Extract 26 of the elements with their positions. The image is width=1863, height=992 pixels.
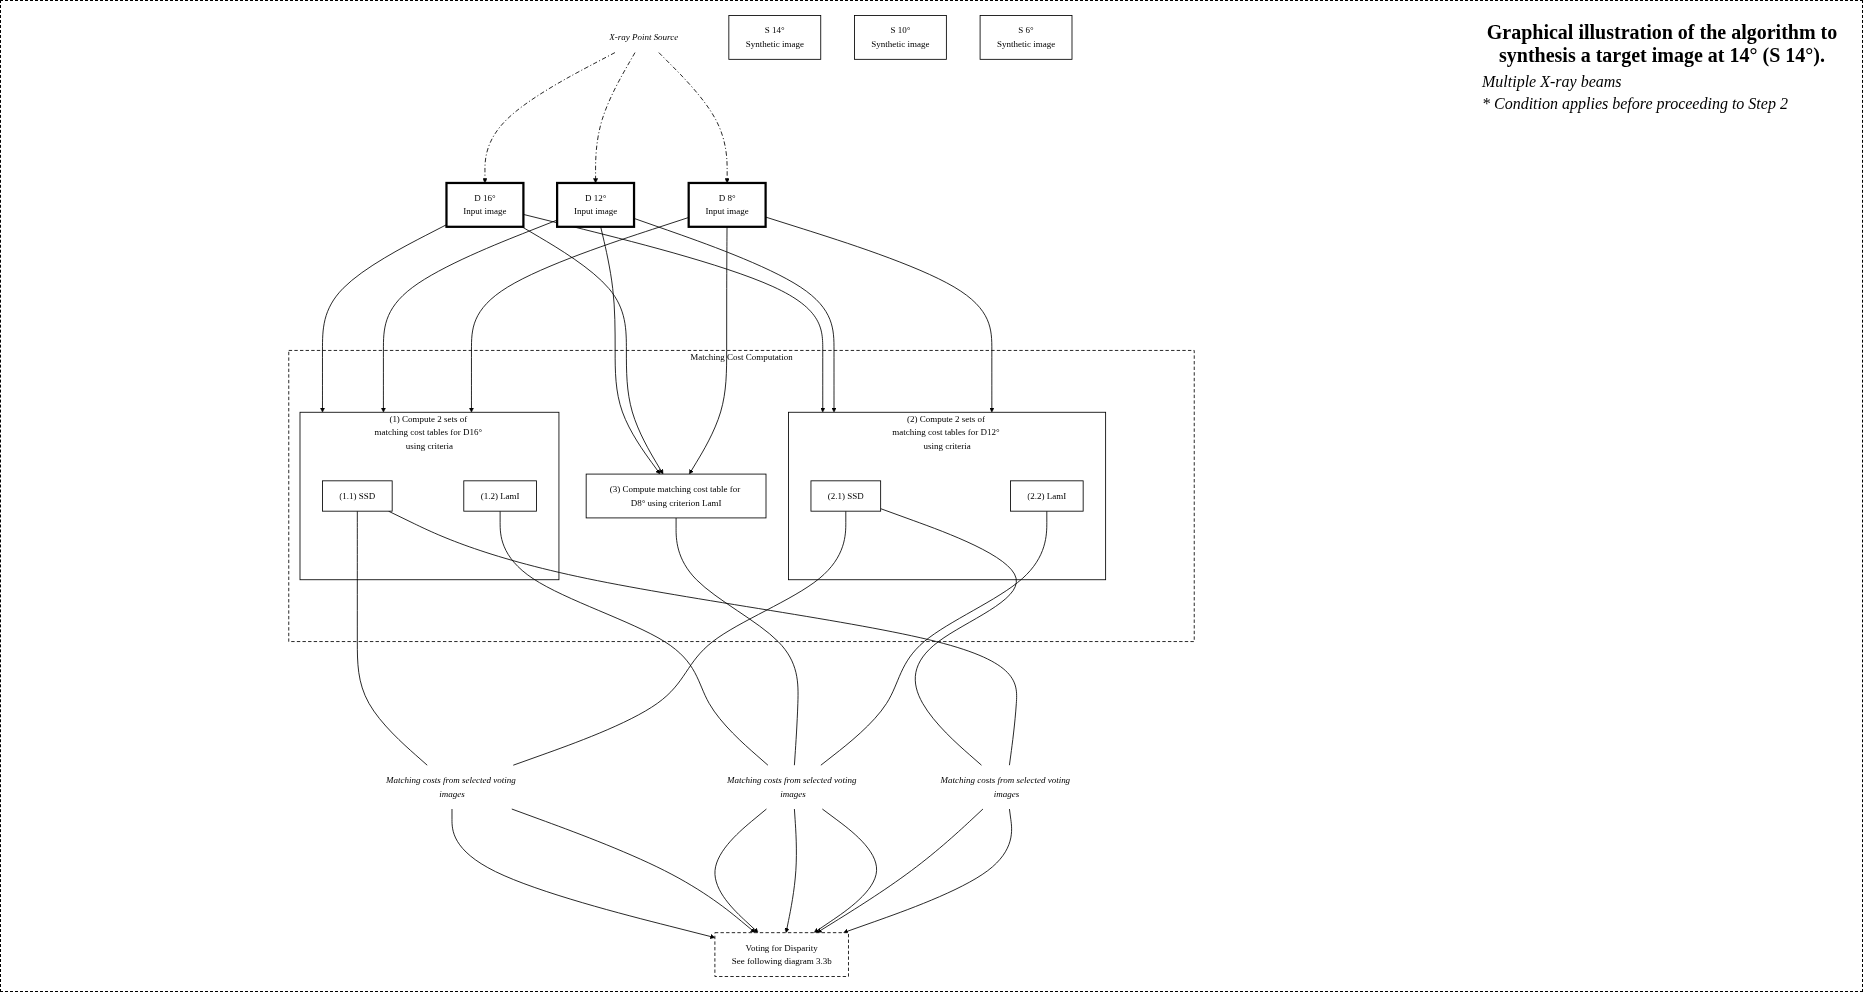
- connector: [820, 510, 1048, 766]
- node-text: Matching costs from selected voting images: [386, 775, 516, 799]
- node-box: D 12° Input image: [556, 181, 636, 228]
- connector: [388, 510, 1018, 766]
- node-box: S 6° Synthetic image: [979, 15, 1073, 60]
- connector: [499, 510, 769, 766]
- note: Multiple X-ray beams: [1482, 73, 1623, 91]
- node-text: X-ray Point Source: [609, 32, 679, 42]
- connector: [880, 508, 1017, 766]
- node-text: Matching costs from selected voting images: [727, 775, 857, 799]
- connector: [356, 510, 428, 766]
- node-box: (3) Compute matching cost table for D8° using criterion LamI: [585, 473, 767, 519]
- node-box: (1.1) SSD: [322, 480, 393, 512]
- title: Graphical illustration of the algorithm to synthesis a target image at 14° (S 14°).: [1485, 21, 1839, 67]
- connector: [512, 510, 847, 766]
- node-box: (2.2) LamI: [1010, 480, 1084, 512]
- connector: [675, 517, 799, 766]
- node-box: (1.2) LamI: [463, 480, 537, 512]
- node-text: Matching costs from selected voting images: [940, 775, 1071, 799]
- note: * Condition applies before proceeding to Step 2: [1482, 95, 1789, 113]
- node-box: D 16° Input image: [445, 181, 525, 228]
- node-box: D 8° Input image: [687, 181, 767, 228]
- node-box: Voting for Disparity See following diagram 3.3b: [714, 932, 849, 977]
- node-box: (2.1) SSD: [810, 480, 882, 512]
- node-box: S 10° Synthetic image: [854, 15, 947, 60]
- node-box: S 14° Synthetic image: [728, 15, 822, 60]
